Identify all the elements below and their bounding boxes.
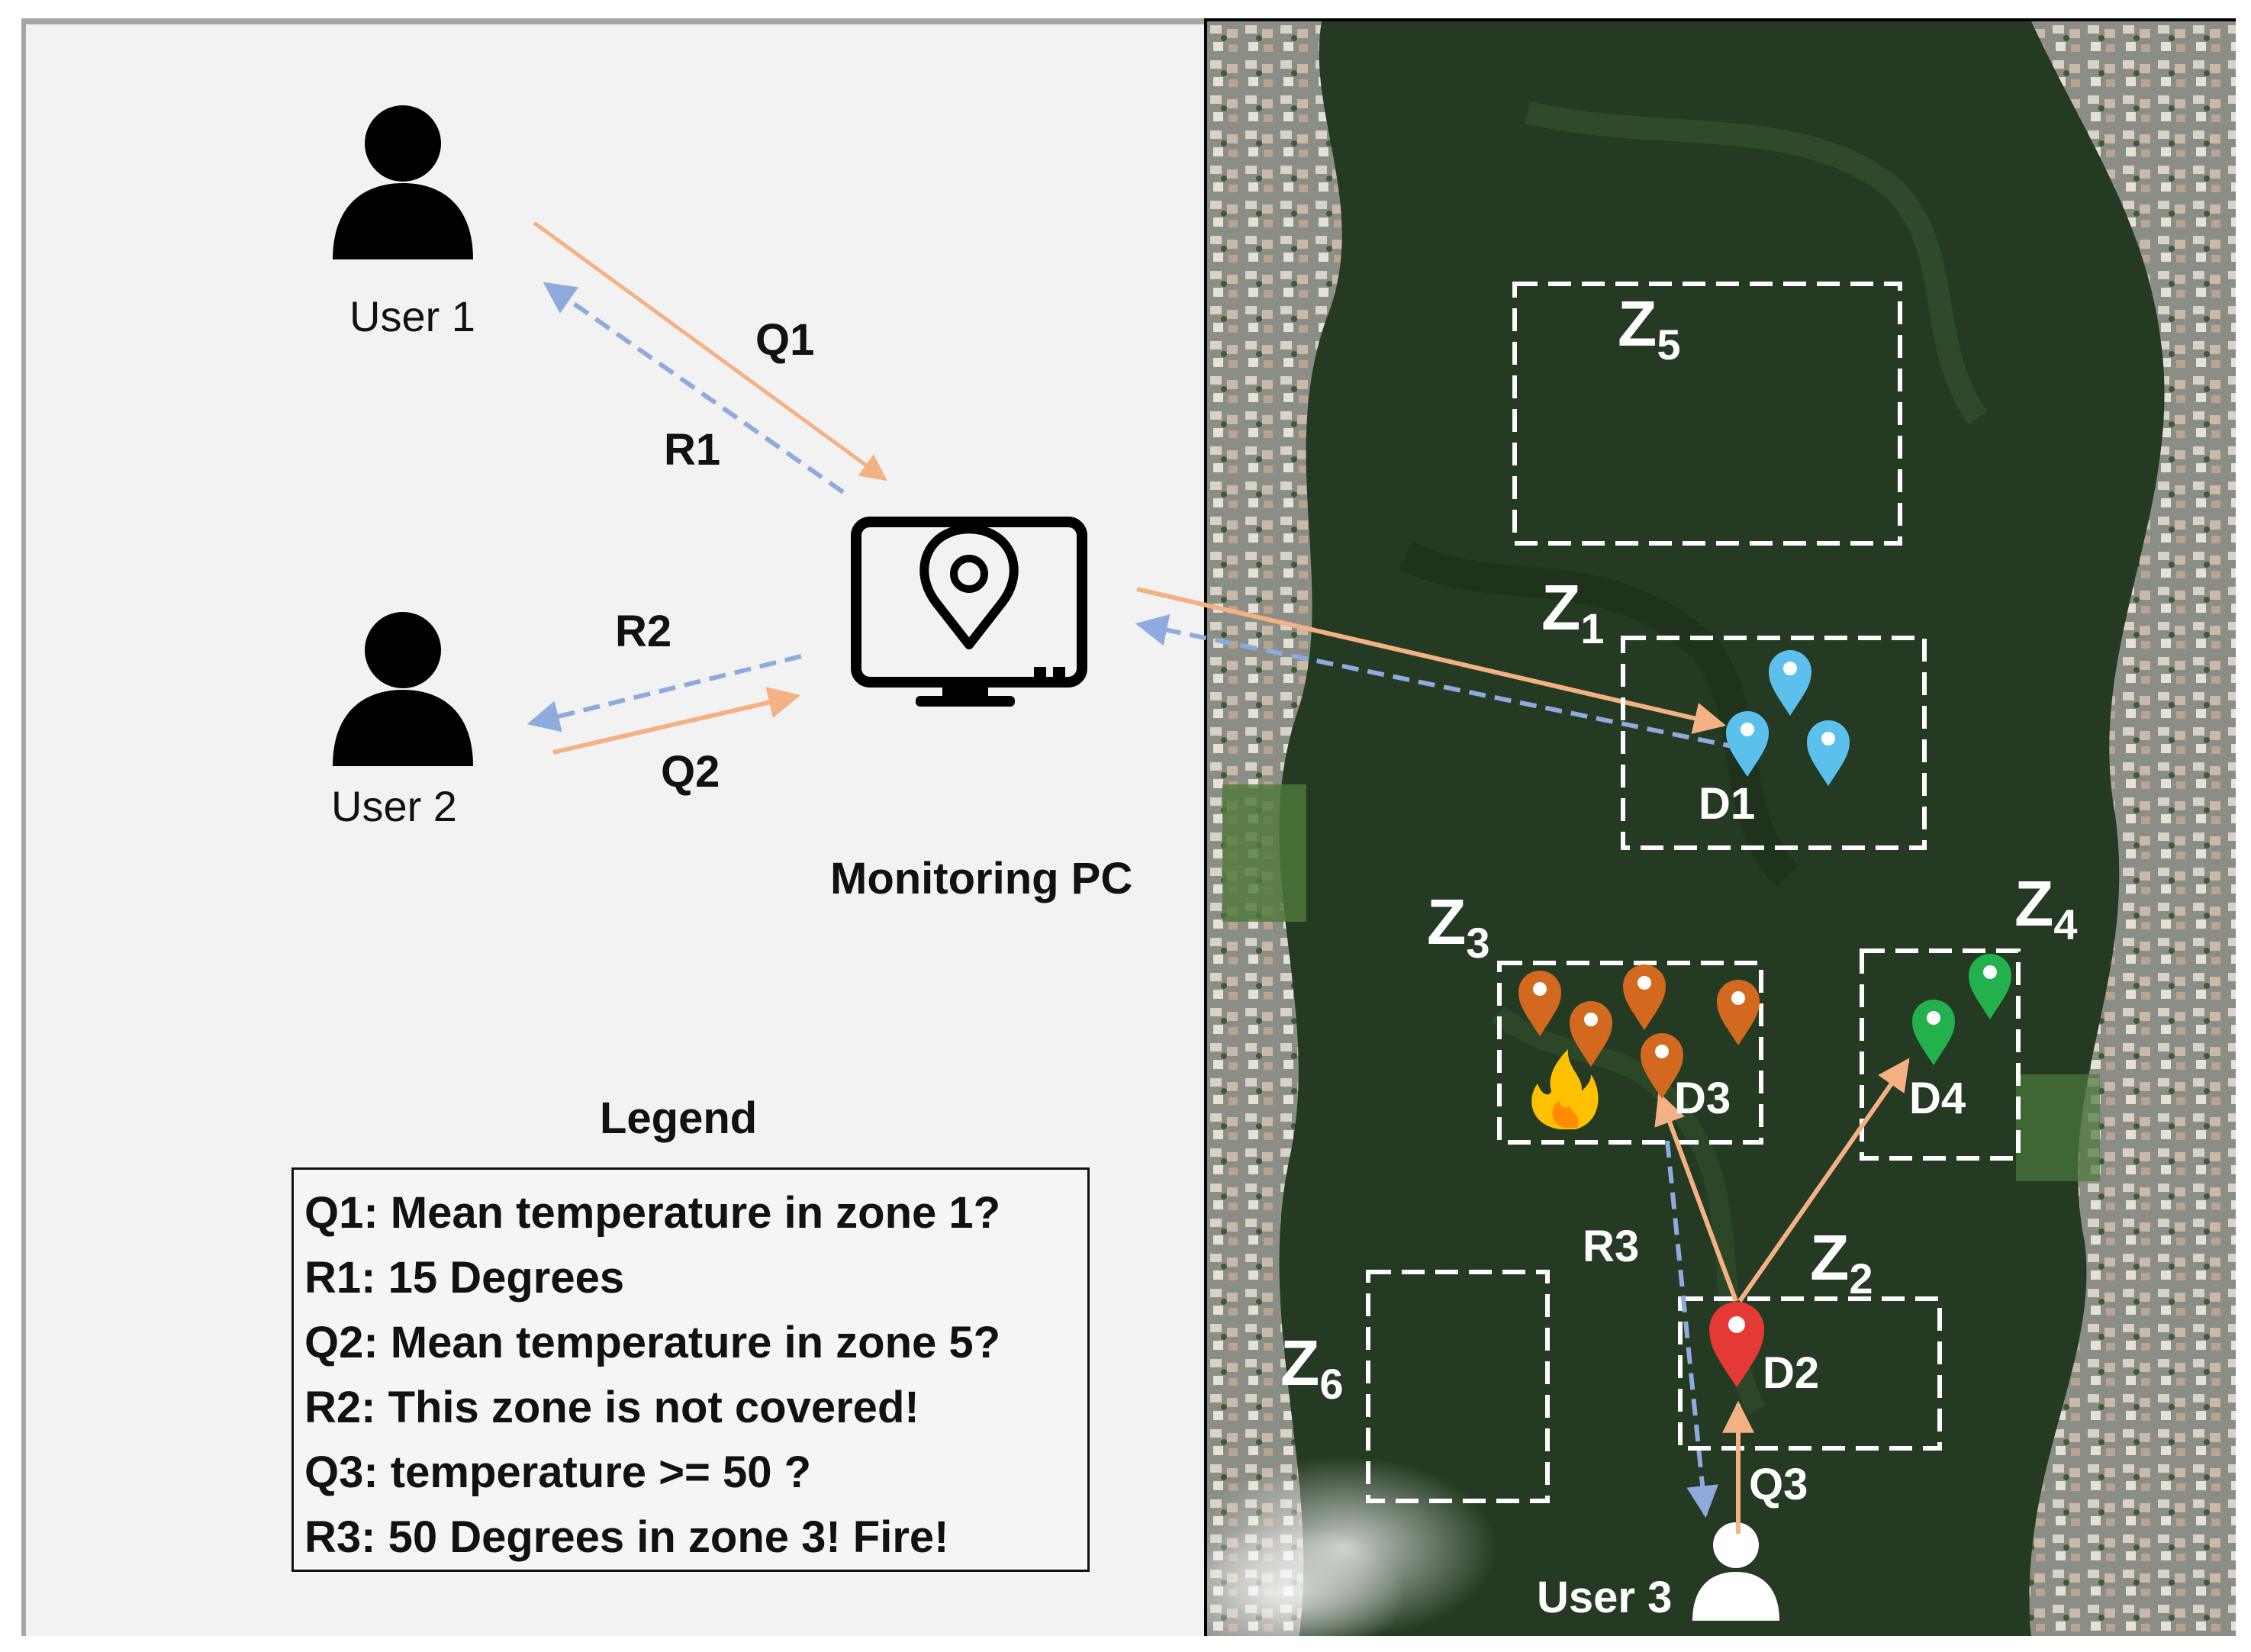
d4-pin <box>1969 954 2011 1019</box>
legend-line: R1: 15 Degrees <box>304 1253 625 1303</box>
q1-arrow <box>533 221 887 481</box>
d2-to-d3-arrow <box>1654 1092 1738 1303</box>
user1-icon <box>333 105 473 259</box>
d3-label: D3 <box>1674 1074 1731 1123</box>
monitor-location-icon <box>851 517 1087 707</box>
r3-arrow <box>1665 1140 1719 1518</box>
zone3-box <box>1497 961 1763 1145</box>
zone2-box <box>1678 1296 1942 1451</box>
d4-pin <box>1912 1000 1955 1065</box>
zone2-label: Z2 <box>1810 1222 1873 1303</box>
zone5-label: Z5 <box>1618 288 1681 369</box>
d1-to-pc-arrow <box>1135 614 1741 750</box>
d2-label: D2 <box>1763 1348 1820 1398</box>
map-texture <box>1207 21 2236 1636</box>
legend-line: Q2: Mean temperature in zone 5? <box>304 1318 1001 1367</box>
d3-pin <box>1623 964 1666 1030</box>
zone4-label: Z4 <box>2014 868 2078 948</box>
user1-label: User 1 <box>349 292 475 340</box>
d1-pin <box>1769 650 1811 716</box>
zone3-label: Z3 <box>1427 886 1490 967</box>
d3-pin <box>1518 971 1561 1036</box>
r1-arrow <box>543 282 845 494</box>
legend-title: Legend <box>600 1093 758 1143</box>
legend-line: R3: 50 Degrees in zone 3! Fire! <box>304 1512 949 1562</box>
d2-pin <box>1709 1302 1764 1387</box>
r1-label: R1 <box>664 425 721 475</box>
monitoring-pc-label: Monitoring PC <box>830 854 1133 903</box>
pc-to-d1-arrow <box>1136 587 1727 734</box>
d3-pin <box>1641 1033 1683 1099</box>
d1-pin <box>1726 711 1769 777</box>
r2-arrow <box>527 654 802 733</box>
legend-line: Q3: temperature >= 50 ? <box>304 1448 812 1497</box>
legend-line: R2: This zone is not covered! <box>304 1383 919 1432</box>
user2-label: User 2 <box>331 782 457 830</box>
d3-pin <box>1570 1001 1612 1067</box>
satellite-map <box>1204 18 2236 1636</box>
zone1-label: Z1 <box>1541 572 1605 652</box>
d3-pin <box>1717 980 1760 1045</box>
user3-label: User 3 <box>1537 1573 1673 1622</box>
r2-label: R2 <box>615 607 672 656</box>
q3-label: Q3 <box>1749 1460 1808 1509</box>
legend-line: Q1: Mean temperature in zone 1? <box>304 1188 1001 1238</box>
legend-box: Q1: Mean temperature in zone 1? R1: 15 D… <box>291 1167 1090 1572</box>
q2-label: Q2 <box>661 747 720 797</box>
zone6-box <box>1366 1270 1550 1503</box>
zone5-box <box>1512 282 1902 546</box>
zone4-box <box>1860 948 2021 1161</box>
d4-label: D4 <box>1909 1074 1966 1123</box>
r3-label: R3 <box>1583 1222 1640 1271</box>
q2-arrow <box>552 687 801 755</box>
zone1-box <box>1621 636 1927 850</box>
d1-label: D1 <box>1699 779 1756 829</box>
q1-label: Q1 <box>755 315 815 365</box>
zone6-label: Z6 <box>1280 1327 1344 1408</box>
user3-icon <box>1692 1522 1779 1621</box>
user2-icon <box>333 612 473 766</box>
fire-icon <box>1531 1049 1599 1129</box>
d1-pin <box>1807 720 1850 786</box>
d2-to-d4-arrow <box>1737 1058 1910 1303</box>
